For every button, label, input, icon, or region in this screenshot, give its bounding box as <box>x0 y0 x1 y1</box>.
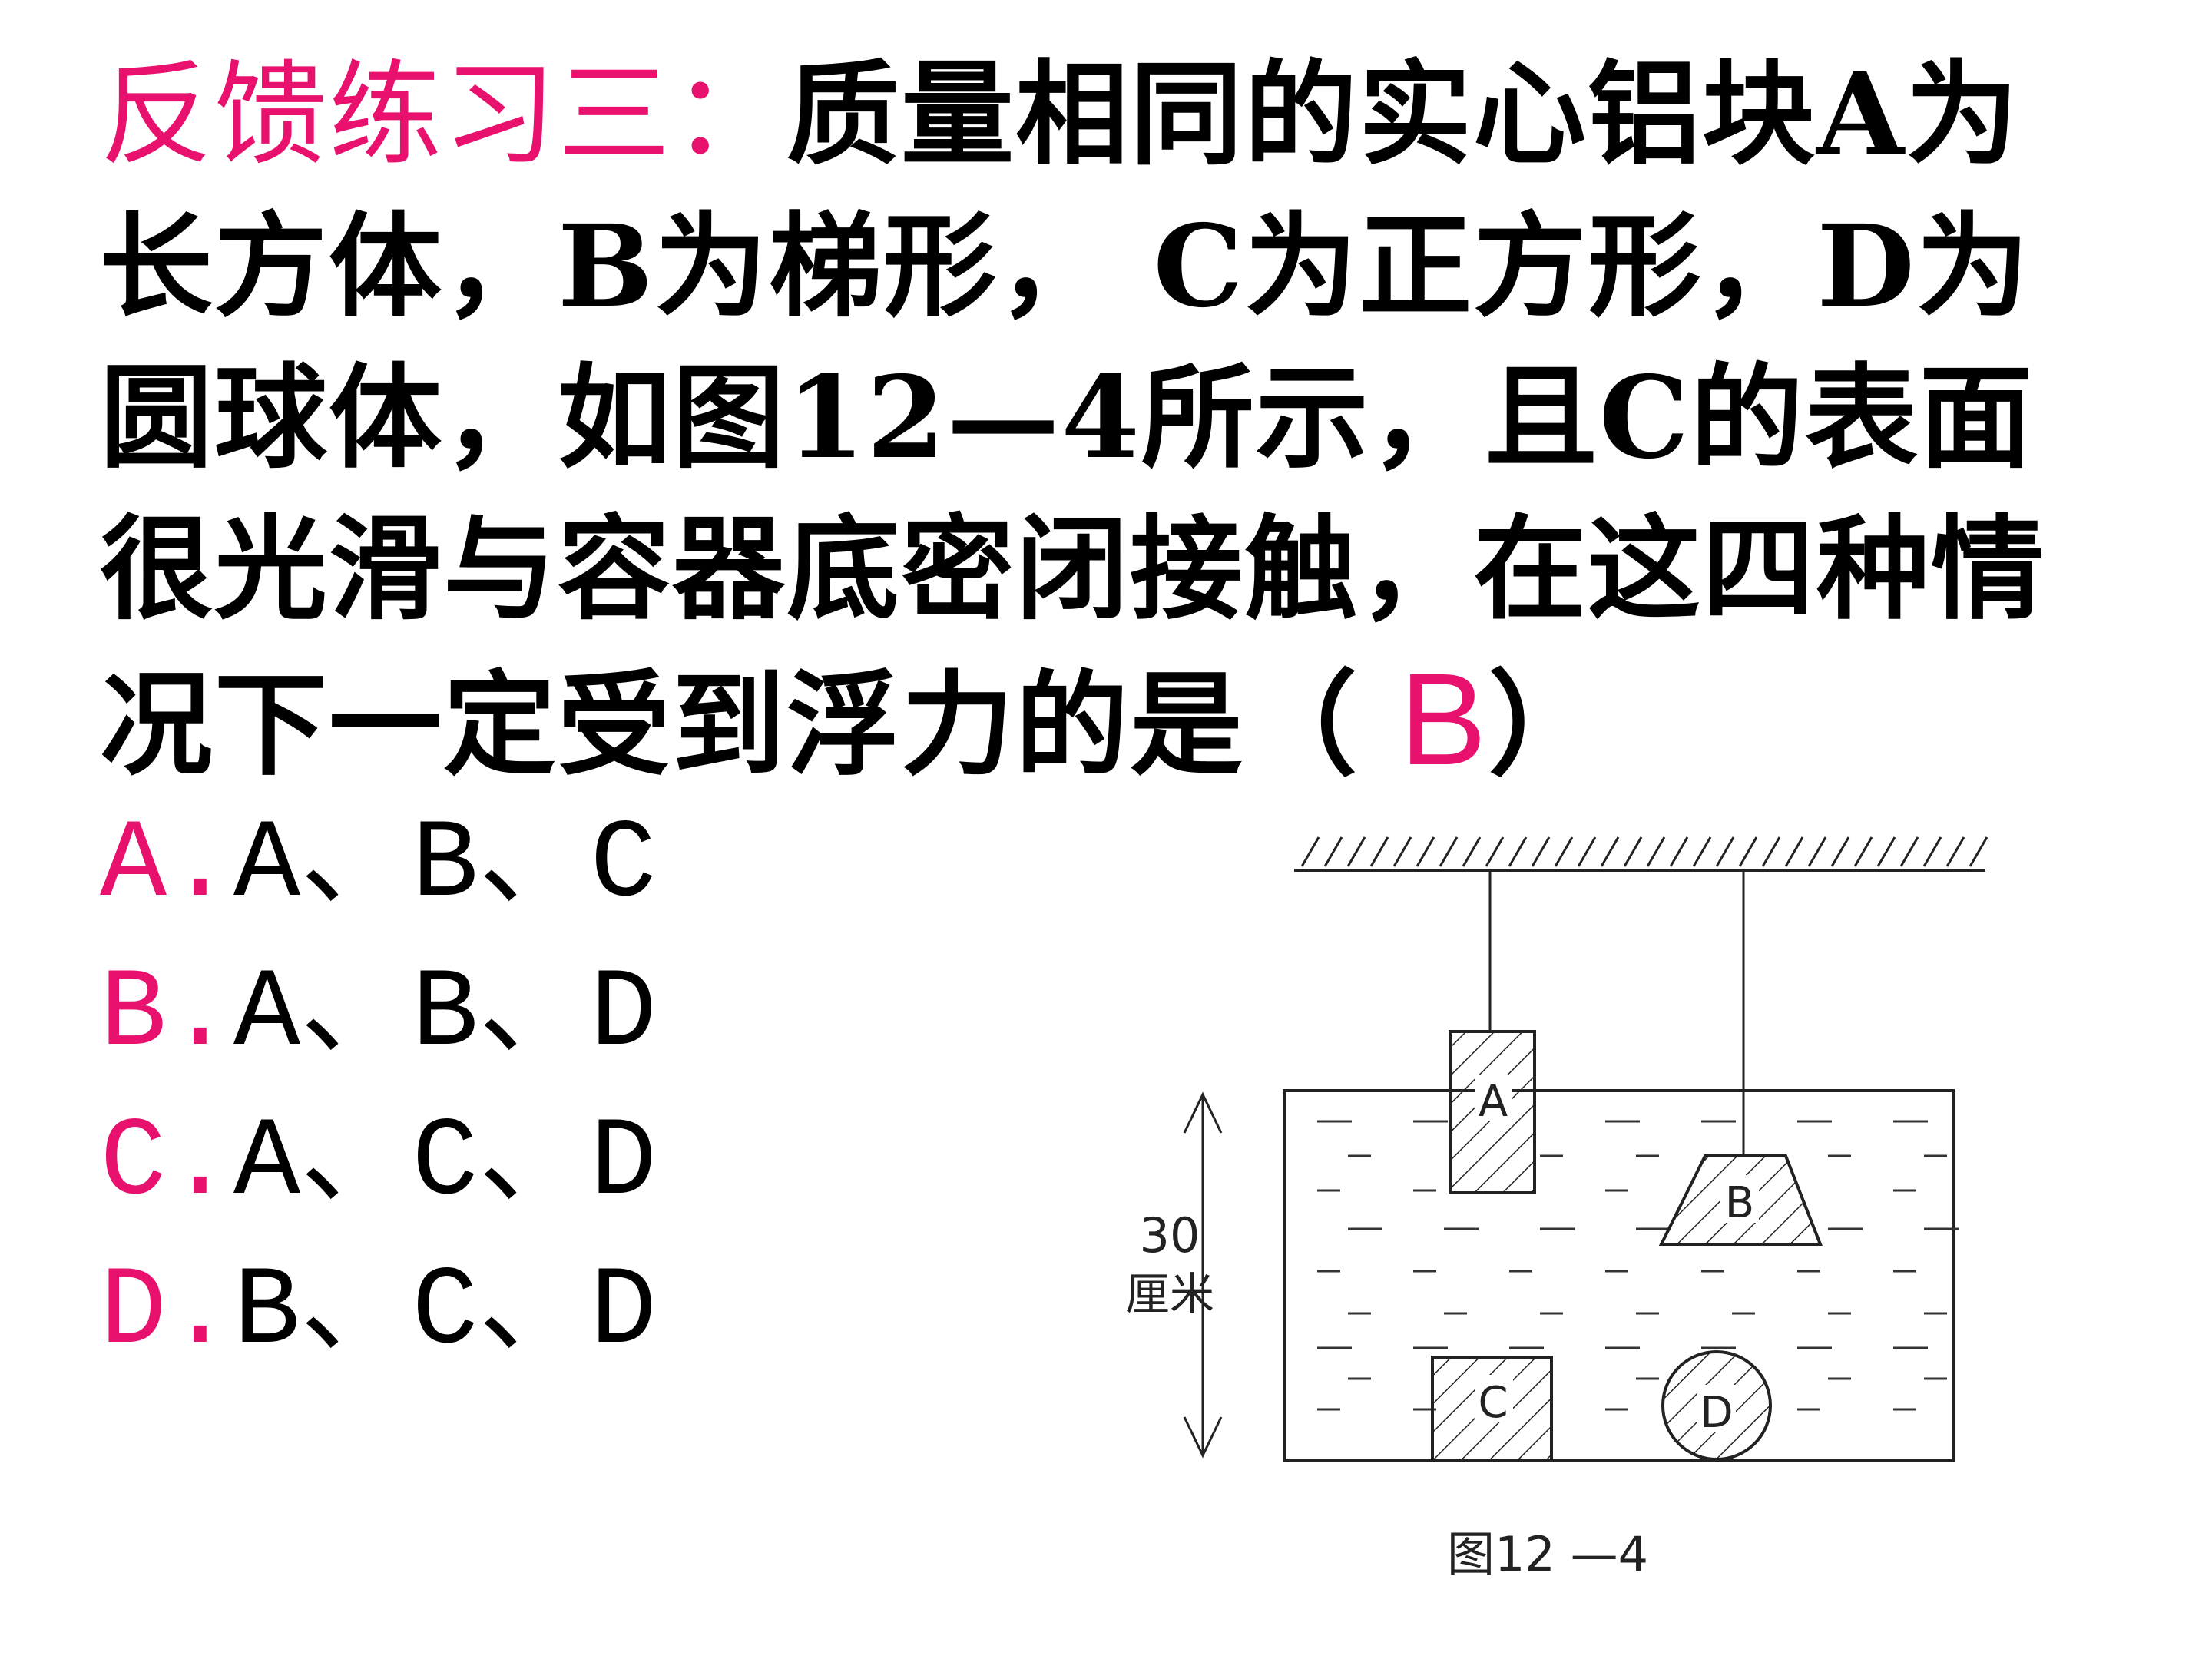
option-text: A、B、D <box>233 951 657 1078</box>
options-list: A.A、B、C B.A、B、D C.A、C、D D.B、C、D <box>100 791 657 1387</box>
ceiling-hatch-line <box>1323 836 1343 867</box>
option-letter: D. <box>100 1249 234 1376</box>
option-text: A、C、D <box>233 1100 657 1227</box>
ceiling-hatch-line <box>1830 836 1850 867</box>
ceiling-hatch-line <box>1577 836 1597 867</box>
option-letter: A. <box>100 802 234 929</box>
container <box>1283 1089 1955 1462</box>
ceiling-hatch-line <box>1807 836 1827 867</box>
option-text: B、C、D <box>233 1249 657 1376</box>
ceiling-hatch-line <box>1416 836 1435 867</box>
ceiling-hatch-line <box>1346 836 1366 867</box>
sphere-d-label: D <box>1700 1388 1733 1438</box>
question-text: 反馈练习三：质量相同的实心铝块A为长方体，B为梯形， C为正方形，D为圆球体，如… <box>100 38 2128 800</box>
ceiling-hatch-line <box>1485 836 1505 867</box>
water-surface-dashes <box>1317 1120 1959 1411</box>
ceiling-hatch-line <box>1462 836 1482 867</box>
option-letter: B. <box>100 951 234 1078</box>
ceiling-hatch-line <box>1784 836 1804 867</box>
ceiling-hatch-line <box>1439 836 1459 867</box>
option-letter: C. <box>100 1100 234 1227</box>
answer-value: B <box>1399 647 1488 793</box>
ceiling-hatch-line <box>1669 836 1689 867</box>
ceiling-hatch-line <box>1623 836 1643 867</box>
figure-caption: 图12 —4 <box>1447 1526 1648 1582</box>
block-b-label: B <box>1725 1178 1754 1228</box>
option-c: C.A、C、D <box>100 1089 657 1238</box>
ceiling-hatch-line <box>1392 836 1412 867</box>
ceiling-hatch-line <box>1876 836 1896 867</box>
ceiling-hatch-line <box>1922 836 1942 867</box>
block-a-label: A <box>1479 1077 1508 1127</box>
depth-unit: 厘米 <box>1125 1268 1214 1320</box>
ceiling-hatch-line <box>1761 836 1781 867</box>
option-text: A、B、C <box>233 802 657 929</box>
ceiling-hatch-line <box>1692 836 1712 867</box>
ceiling-hatch-line <box>1531 836 1551 867</box>
question-body: 质量相同的实心铝块A为长方体，B为梯形， C为正方形，D为圆球体，如图12—4所… <box>100 48 2046 791</box>
ceiling-hatch-line <box>1853 836 1873 867</box>
option-b: B.A、B、D <box>100 940 657 1089</box>
ceiling-hatch-line <box>1715 836 1735 867</box>
block-c-label: C <box>1478 1378 1508 1428</box>
ceiling-hatch-line <box>1600 836 1620 867</box>
diagram-svg: 30 厘米 A B C D 图12 —4 <box>1125 836 1988 1582</box>
ceiling <box>1294 836 1988 872</box>
question-label: 反馈练习三： <box>100 49 787 180</box>
option-a: A.A、B、C <box>100 791 657 940</box>
ceiling-hatch-line <box>1969 836 1988 867</box>
depth-value: 30 <box>1140 1207 1200 1263</box>
ceiling-hatch-line <box>1738 836 1758 867</box>
depth-arrow <box>1183 1091 1223 1459</box>
ceiling-hatch-line <box>1508 836 1528 867</box>
question-close-paren: ） <box>1488 658 1603 791</box>
buoyancy-diagram: 30 厘米 A B C D 图12 —4 <box>983 780 2212 1624</box>
option-d: D.B、C、D <box>100 1238 657 1387</box>
ceiling-hatch-line <box>1945 836 1965 867</box>
ceiling-hatch-line <box>1646 836 1666 867</box>
ceiling-hatch-line <box>1554 836 1574 867</box>
ceiling-hatch-line <box>1300 836 1320 867</box>
ceiling-hatch-line <box>1369 836 1389 867</box>
ceiling-hatch-line <box>1899 836 1919 867</box>
